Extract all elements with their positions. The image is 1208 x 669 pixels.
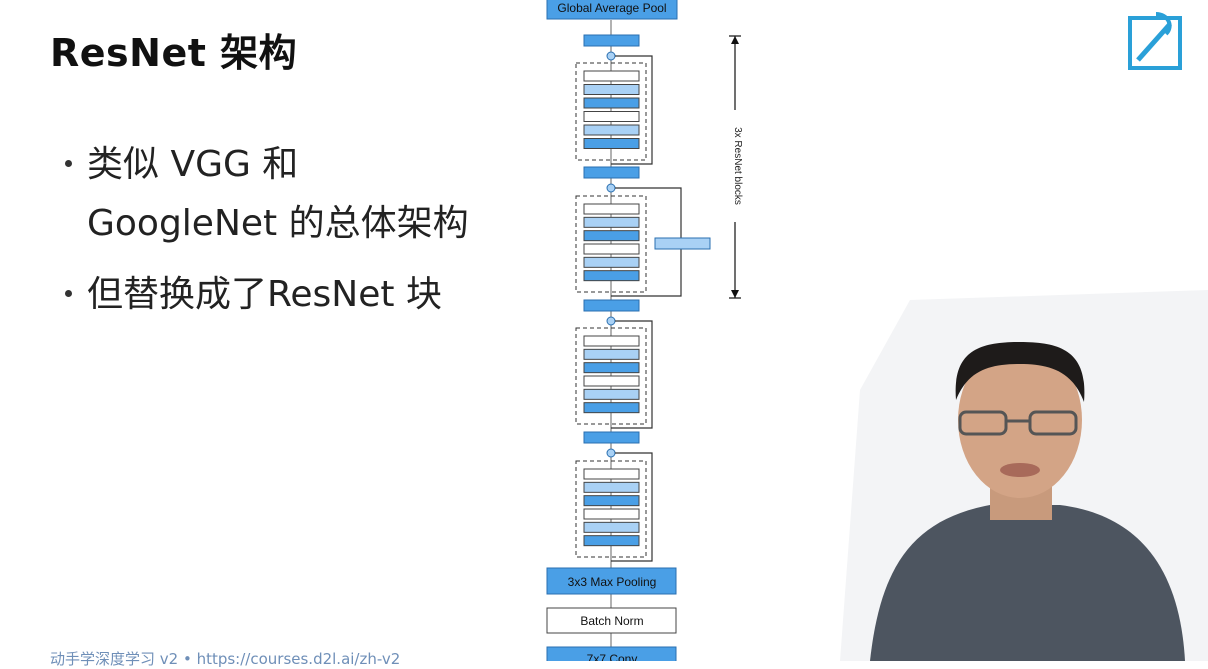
conv-box: [546, 646, 677, 661]
add-node-icon: [606, 316, 616, 326]
add-node-icon: [606, 51, 616, 61]
stage-transition-bar: [583, 166, 640, 179]
footer-text: 动手学深度学习 v2 • https://courses.d2l.ai/zh-v…: [50, 650, 401, 668]
residual-connection: [611, 452, 653, 562]
glasses-icon: [958, 410, 1008, 436]
bullet-list: 类似 VGG 和 GoogleNet 的总体架构 但替换成了ResNet 块: [65, 135, 495, 336]
bullet-item: 类似 VGG 和 GoogleNet 的总体架构: [65, 135, 495, 253]
resnet-block-frame: [575, 62, 647, 161]
resnet-layer: [583, 203, 640, 215]
resnet-layer: [583, 243, 640, 255]
add-node-icon: [606, 448, 616, 458]
slide-title: ResNet 架构: [50, 31, 298, 75]
resnet-layer: [583, 348, 640, 360]
presenter-hair: [955, 342, 1085, 402]
resnet-block-frame: [575, 195, 647, 293]
resnet-layer: [583, 402, 640, 414]
bullet-text: 但替换成了ResNet 块: [87, 274, 442, 315]
batch-norm-label: Batch Norm: [580, 614, 643, 628]
presenter-video: [840, 290, 1208, 661]
residual-connection: [611, 320, 653, 429]
resnet-block-frame: [575, 327, 647, 425]
resnet-layer: [583, 70, 640, 82]
d2l-logo-icon: [1128, 12, 1182, 70]
resnet-layer: [583, 495, 640, 507]
resnet-layer: [583, 84, 640, 95]
arrow-up-icon: [731, 36, 739, 44]
global-average-pool-label: Global Average Pool: [557, 1, 666, 15]
bullet-text: 类似 VGG 和 GoogleNet 的总体架构: [87, 144, 469, 244]
residual-connection: [611, 55, 653, 165]
resnet-layer: [583, 335, 640, 347]
presenter-shirt: [870, 505, 1185, 661]
arrow-down-icon: [731, 290, 739, 298]
resnet-layer: [583, 256, 640, 268]
stage-transition-bar: [583, 431, 640, 444]
max-pooling-label: 3x3 Max Pooling: [568, 575, 657, 589]
resnet-layer: [583, 138, 640, 149]
add-node-icon: [606, 183, 616, 193]
global-average-pool-box: [546, 0, 678, 20]
batch-norm-box: [546, 607, 677, 634]
resnet-layer: [583, 468, 640, 480]
bullet-item: 但替换成了ResNet 块: [65, 265, 495, 324]
bullet-dot-icon: [65, 290, 72, 297]
resnet-layer: [583, 362, 640, 374]
resnet-layer: [583, 270, 640, 282]
resnet-layer: [583, 124, 640, 136]
resnet-layer: [583, 230, 640, 242]
resnet-layer: [583, 216, 640, 228]
resnet-layer: [583, 481, 640, 493]
max-pooling-box: [546, 567, 677, 595]
resnet-layer: [583, 521, 640, 533]
resnet-layer: [583, 535, 640, 547]
stage-transition-bar: [583, 299, 640, 312]
resnet-layer: [583, 508, 640, 520]
resnet-layer: [583, 97, 640, 109]
stage-transition-bar: [583, 34, 640, 47]
resnet-layer: [583, 111, 640, 122]
bullet-dot-icon: [65, 160, 72, 167]
resnet-block-frame: [575, 460, 647, 558]
conv-label: 7x7 Conv: [587, 652, 638, 661]
resnet-layer: [583, 375, 640, 387]
repeat-label: 3x ResNet blocks: [732, 127, 743, 205]
projection-conv-box: [654, 237, 711, 250]
resnet-layer: [583, 388, 640, 400]
resnet-stages: [575, 34, 711, 562]
